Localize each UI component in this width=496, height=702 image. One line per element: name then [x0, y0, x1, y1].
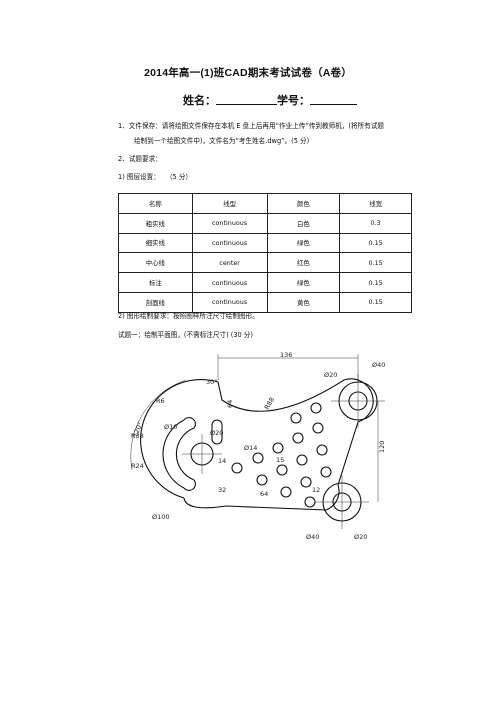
instruction-2-2: 2) 图形绘制要求：按照图样所注尺寸绘制图形。 — [118, 312, 259, 320]
hole-pattern — [231, 402, 332, 508]
dim-dia20-top: Ø20 — [324, 371, 337, 379]
dim-r24: R24 — [131, 462, 144, 470]
dim-64: 64 — [226, 400, 234, 408]
table-header-row: 名称 线型 颜色 线宽 — [118, 193, 412, 214]
cell-color: 白色 — [266, 212, 341, 234]
cell-name: 粗实线 — [118, 212, 193, 234]
arc-slot-inner — [175, 427, 195, 481]
arc-slot-outer — [162, 419, 185, 489]
cell-color: 黄色 — [266, 291, 341, 313]
cell-linetype: continuous — [191, 291, 268, 313]
cell-lineweight: 0.3 — [339, 212, 412, 234]
instruction-1-line-1: 1、文件保存：请将绘图文件保存在本机 E 盘上后再用“作业上传”传到教师机，(将… — [118, 122, 384, 130]
exam-title: 2014年高一(1)班CAD期末考试试卷（A卷） — [144, 67, 352, 79]
dim-12: 12 — [312, 486, 320, 494]
small-slot — [211, 419, 223, 445]
dim-15: 15 — [276, 456, 284, 464]
table-row: 剖面线 continuous 黄色 0.15 — [118, 291, 412, 313]
instruction-2-1: 1) 图层设置： （5 分） — [118, 173, 192, 182]
cell-lineweight: 0.15 — [339, 252, 412, 274]
cell-linetype: continuous — [191, 232, 268, 254]
cell-linetype: continuous — [191, 212, 268, 234]
outer-arc-profile — [140, 379, 219, 499]
dim-r6: R6 — [156, 397, 165, 405]
part-outline — [183, 378, 374, 511]
dim-r38: R38 — [131, 432, 144, 440]
cell-name: 中心线 — [118, 252, 193, 274]
layer-settings-table: 名称 线型 颜色 线宽 粗实线 continuous 白色 0.3 细实线 co… — [118, 193, 412, 313]
table-row: 粗实线 continuous 白色 0.3 — [118, 212, 412, 234]
cell-linetype: continuous — [191, 272, 268, 293]
dim-120: 120 — [378, 441, 386, 453]
table-row: 细实线 continuous 绿色 0.15 — [118, 232, 412, 254]
cell-color: 绿色 — [266, 272, 341, 293]
question-1: 试题一：绘制平面图，(不需标注尺寸) (30 分) — [118, 331, 253, 339]
cell-name: 剖面线 — [118, 291, 193, 313]
dim-32: 32 — [218, 486, 226, 494]
header-color: 颜色 — [266, 193, 341, 214]
cell-lineweight: 0.15 — [339, 232, 412, 254]
dimension-labels: 136 Ø40 Ø20 30° 120° R6 R38 R24 Ø10 Ø20 … — [131, 351, 386, 541]
cell-linetype: center — [191, 252, 268, 274]
cell-lineweight: 0.15 — [339, 272, 412, 293]
cell-color: 绿色 — [266, 232, 341, 254]
dim-dia40-bottom: Ø40 — [306, 533, 319, 541]
instruction-2-1-text: 1) 图层设置： — [118, 173, 160, 181]
header-lineweight: 线宽 — [339, 193, 412, 214]
cell-name: 细实线 — [118, 232, 193, 254]
cad-plan-drawing: 136 Ø40 Ø20 30° 120° R6 R38 R24 Ø10 Ø20 … — [130, 351, 386, 541]
name-label: 姓名： — [183, 94, 216, 107]
dim-64-bottom: 64 — [260, 490, 268, 498]
id-blank — [310, 93, 357, 105]
instruction-2-1-score: （5 分） — [165, 173, 193, 181]
dim-dia20-hub: Ø20 — [210, 429, 223, 437]
arc-slot-cap-top — [183, 417, 196, 429]
header-name: 名称 — [118, 193, 193, 214]
dim-14: 14 — [218, 457, 226, 465]
dim-136: 136 — [280, 351, 292, 359]
cell-lineweight: 0.15 — [339, 291, 412, 313]
arc-slot-cap-bottom — [183, 479, 196, 491]
cell-name: 标注 — [118, 272, 193, 293]
instruction-2: 2、试题要求： — [118, 155, 162, 163]
cell-color: 红色 — [266, 252, 341, 274]
student-info-line: 姓名： 学号： — [183, 92, 357, 108]
dim-dia40-top: Ø40 — [372, 361, 385, 369]
dim-r88: R88 — [263, 396, 276, 411]
header-linetype: 线型 — [191, 193, 268, 214]
dim-dia14: Ø14 — [244, 444, 257, 452]
name-blank — [216, 93, 277, 105]
instruction-1-line-2: 绘制到一个绘图文件中)，文件名为“考生姓名.dwg”。(5 分) — [134, 137, 310, 145]
table-row: 中心线 center 红色 0.15 — [118, 252, 412, 274]
table-row: 标注 continuous 绿色 0.15 — [118, 272, 412, 293]
dim-dia20-bottom: Ø20 — [354, 533, 367, 541]
id-label: 学号： — [277, 94, 310, 107]
dim-dia10: Ø10 — [164, 423, 177, 431]
dim-dia100: Ø100 — [152, 513, 170, 521]
dim-30deg: 30° — [206, 378, 218, 386]
